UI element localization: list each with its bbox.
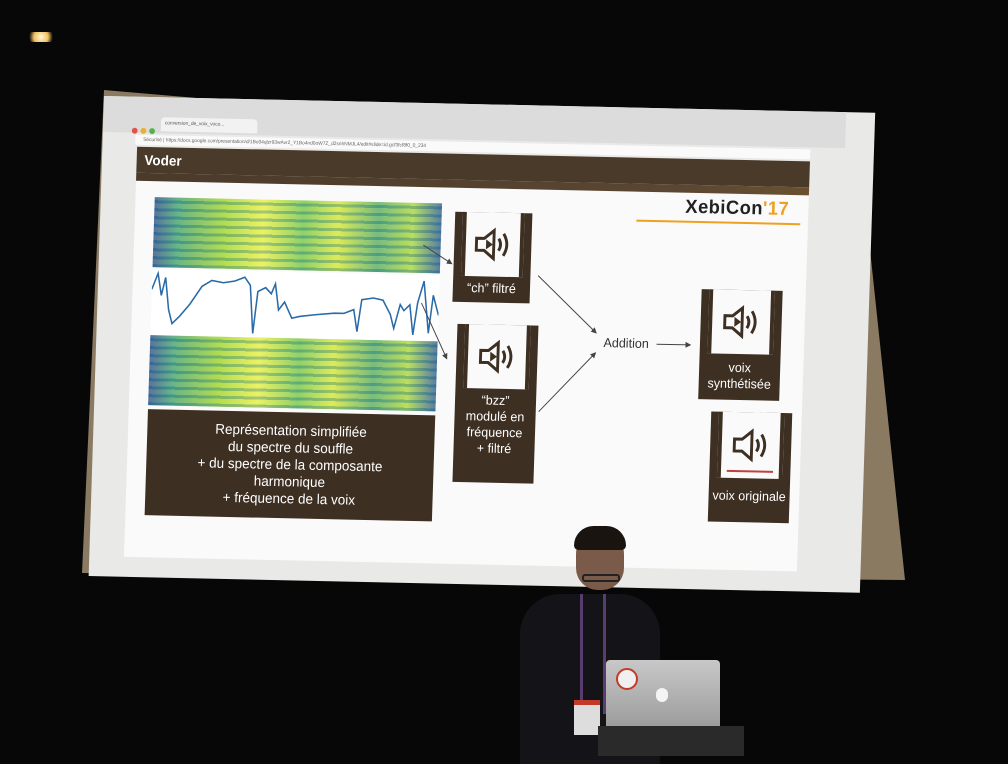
voice-representation-panel: Représentation simplifiée du spectre du …	[144, 197, 443, 522]
speaker-icon	[732, 428, 767, 463]
ceiling-light	[26, 32, 56, 42]
addition-label: Addition	[603, 335, 650, 352]
speaker-icon	[723, 304, 757, 340]
speaker-icon	[478, 339, 513, 374]
close-dot	[131, 127, 138, 134]
glasses	[582, 574, 620, 582]
speaker-icon-wrap	[463, 324, 531, 390]
laptop-sticker	[616, 668, 638, 690]
bzz-modulated-box: “bzz” modulé en fréquence + filtré	[452, 323, 539, 484]
lanyard	[580, 594, 606, 714]
name-badge	[574, 700, 600, 735]
synthesized-voice-box: voix synthétisée	[698, 289, 783, 401]
minimize-dot	[140, 127, 147, 134]
ch-filtered-label: “ch” filtré	[466, 280, 517, 297]
original-voice-label: voix originale	[712, 487, 786, 505]
apple-logo-icon	[656, 688, 668, 702]
waveform	[150, 269, 440, 342]
speaker-person	[520, 526, 660, 764]
bzz-label-line: + filtré	[476, 440, 512, 457]
speaker-icon-wrap	[716, 411, 785, 480]
speaker-icon-wrap	[460, 211, 525, 278]
projected-slide: conversion_de_voix_voco... Sécurisé | ht…	[88, 96, 876, 593]
synth-label-line: voix	[728, 359, 752, 376]
audio-progress-bar[interactable]	[726, 469, 774, 473]
speaker-icon	[474, 227, 509, 262]
bzz-label-line: fréquence	[466, 424, 523, 441]
original-voice-box: voix originale	[707, 411, 793, 524]
waveform-line	[151, 270, 440, 336]
laptop	[606, 660, 720, 730]
synth-label-line: synthétisée	[707, 375, 772, 392]
podium	[598, 726, 744, 756]
browser-tab: conversion_de_voix_voco...	[160, 117, 258, 134]
ch-filtered-box: “ch” filtré	[452, 211, 533, 304]
maximize-dot	[149, 128, 156, 135]
flow-arrows	[421, 244, 692, 413]
bzz-label-line: modulé en	[465, 408, 525, 425]
bzz-label-line: “bzz”	[481, 392, 510, 409]
hair	[574, 526, 626, 550]
speaker-icon-wrap	[707, 289, 775, 355]
slide: Voder XebiCon'17 Représentation simplifi…	[123, 146, 810, 572]
